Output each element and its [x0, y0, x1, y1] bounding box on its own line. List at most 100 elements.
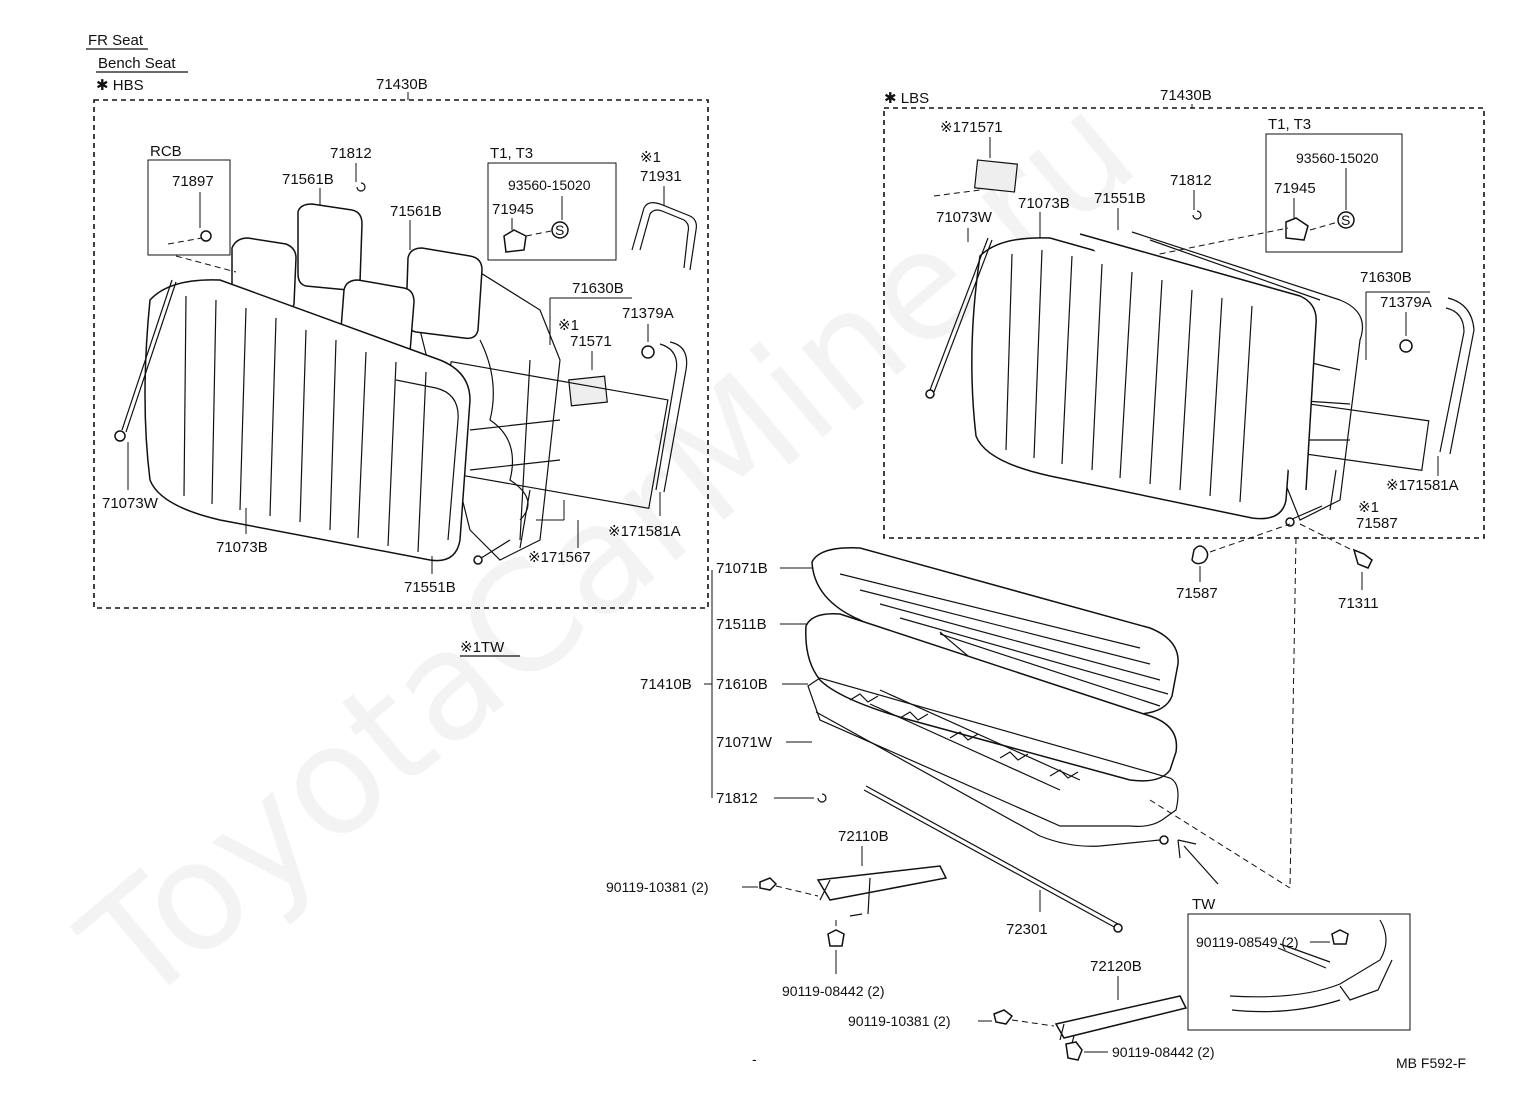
label-bolt-b: 90119-08442 (2) [782, 983, 884, 999]
headrest-71561b-right [405, 247, 483, 340]
label-71812-left: 71812 [330, 145, 372, 162]
label-71551b-left: 71551B [404, 579, 456, 596]
label-71581a-left: ※171581A [608, 523, 681, 540]
right-seat-back-assembly: ✱ LBS 71430B ※171571 71073W 71073B 71551… [883, 87, 1485, 539]
handle-71931 [631, 202, 697, 271]
label-71630b-right: 71630B [1360, 269, 1412, 286]
label-93560-left: 93560-15020 [508, 177, 591, 193]
label-71812-right: 71812 [1170, 172, 1212, 189]
cushion-wire-71071w [815, 711, 1161, 847]
bolt-71311 [1352, 548, 1373, 569]
clip-71379a-right [1399, 339, 1413, 353]
clip-71945-left [503, 229, 527, 253]
tw-label: TW [1192, 896, 1216, 913]
seat-back-frame-right [1131, 231, 1364, 521]
mark-1-a: ※1 [640, 149, 661, 166]
label-71945-left: 71945 [492, 201, 534, 218]
footer-dash: - [752, 1051, 757, 1067]
headrest-71561b-rear [297, 203, 363, 291]
seatback-cover-71073b [144, 279, 471, 562]
label-71073w-right: 71073W [936, 209, 993, 226]
label-71567-left: ※171567 [528, 549, 591, 566]
right-variant-label: ✱ LBS [884, 90, 929, 107]
label-71571-left: 71571 [570, 333, 612, 350]
arrow-to-tw [1177, 839, 1219, 885]
cushion-pad-71511b [805, 613, 1178, 782]
cushion-frame-71610b [807, 677, 1179, 827]
tw-bracket [1229, 919, 1393, 1001]
cushion-item-3: 71610B [716, 676, 768, 693]
subsection-title: Bench Seat [98, 55, 176, 72]
label-71945-right: 71945 [1274, 180, 1316, 197]
left-seat-back-assembly: 71430B RCB 71897 71812 71561B 71561B T1,… [93, 76, 709, 609]
label-bolt-a: 90119-10381 (2) [606, 879, 708, 895]
label-71561b-1: 71561B [282, 171, 334, 188]
ring-71812-right [1192, 210, 1202, 220]
label-71571-right: ※171571 [940, 119, 1003, 136]
label-bolt-d: 90119-08442 (2) [1112, 1044, 1214, 1060]
t-group-label-right: T1, T3 [1268, 116, 1311, 133]
label-bolt-c: 90119-10381 (2) [848, 1013, 950, 1029]
tw-detail: TW 90119-08549 (2) [1187, 896, 1411, 1031]
slide-rail-left: 72110B 90119-10381 (2) 90119-08442 (2) [606, 828, 948, 999]
label-71073b-left: 71073B [216, 539, 268, 556]
label-72110b: 72110B [838, 828, 889, 845]
label-71073w-left: 71073W [102, 495, 159, 512]
cushion-item-5: 71812 [716, 790, 758, 807]
svg-text:S: S [555, 222, 564, 238]
left-assembly-number: 71430B [376, 76, 428, 93]
label-72301: 72301 [1006, 921, 1048, 938]
rcb-label: RCB [150, 143, 182, 160]
clip-71379a-left [641, 345, 655, 359]
bolt-90119-10381-a [759, 877, 778, 891]
plate-71571-right [973, 159, 1019, 193]
label-71379a-left: 71379A [622, 305, 674, 322]
bolt-90119-08549 [1331, 929, 1349, 945]
seat-cushion-assembly: 71410B 71071B 71511B 71610B 71071W 71812… [640, 537, 1297, 938]
bolt-90119-08442-a [827, 929, 845, 947]
diagram-code: MB F592-F [1396, 1055, 1466, 1071]
slide-rail-right: 72120B 90119-10381 (2) 90119-08442 (2) [848, 958, 1214, 1061]
rod-71581a-left [663, 341, 688, 493]
cushion-item-4: 71071W [716, 734, 773, 751]
label-71311: 71311 [1338, 595, 1379, 612]
bushing-71587 [1191, 545, 1209, 565]
mark-1-right: ※1 [1358, 499, 1379, 516]
svg-text:S: S [1341, 212, 1350, 228]
bolt-90119-10381-b [993, 1009, 1014, 1025]
right-assembly-number: 71430B [1160, 87, 1212, 104]
ring-71812-left [356, 182, 366, 192]
label-71931: 71931 [640, 168, 682, 185]
label-71551b-right: 71551B [1094, 190, 1146, 207]
rail-72120b [1054, 995, 1188, 1039]
label-bolt-tw: 90119-08549 (2) [1196, 934, 1298, 950]
cushion-item-1: 71071B [716, 560, 768, 577]
left-variant-label: ✱ HBS [96, 77, 144, 94]
label-71897: 71897 [172, 173, 214, 190]
s-nut-left [551, 221, 569, 239]
mark-1-b: ※1 [558, 317, 579, 334]
group-71410b: 71410B [640, 676, 692, 693]
tw-note: ※1TW [460, 639, 505, 656]
label-71561b-2: 71561B [390, 203, 442, 220]
section-title: FR Seat [88, 32, 144, 49]
label-71581a-right: ※171581A [1386, 477, 1459, 494]
rod-72301 [863, 789, 1117, 929]
label-71587: 71587 [1176, 585, 1218, 602]
bolt-90119-08442-b [1065, 1041, 1083, 1061]
plate-71571-left [568, 375, 608, 407]
wire-71073w-right [929, 237, 989, 391]
s-nut-right [1337, 211, 1355, 229]
wire-71073w-left [121, 279, 173, 431]
label-72120b: 72120B [1090, 958, 1142, 975]
clip-71945-right [1285, 217, 1309, 241]
rail-72110b [816, 865, 948, 901]
label-71587-right-upper: 71587 [1356, 515, 1398, 532]
label-93560-right: 93560-15020 [1296, 150, 1379, 166]
label-71630b-left: 71630B [572, 280, 624, 297]
cushion-item-2: 71511B [716, 616, 767, 633]
rod-71581a-right [1447, 297, 1475, 455]
label-71073b-right: 71073B [1018, 195, 1070, 212]
